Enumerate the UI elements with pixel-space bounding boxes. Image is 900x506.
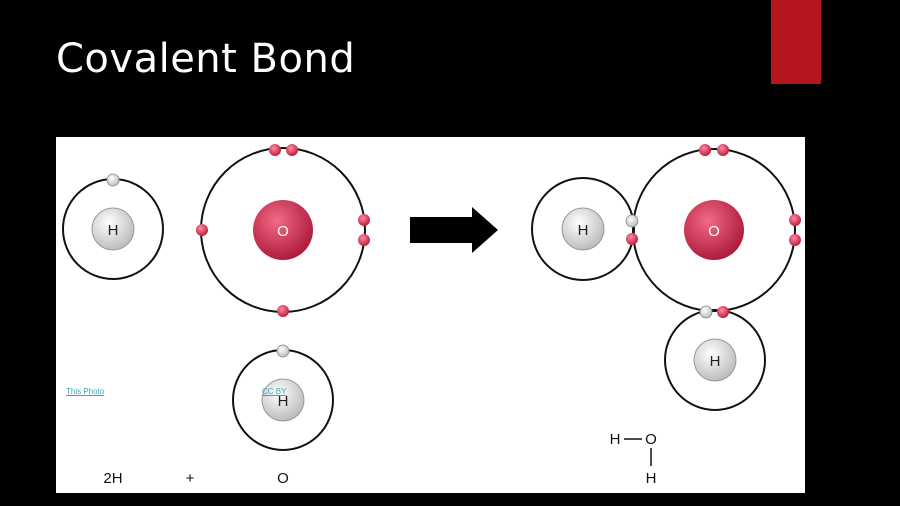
equation-o: O [277, 470, 289, 487]
structural-formula: H O H [610, 431, 657, 487]
oxygen-nucleus [684, 200, 744, 260]
oxygen-label: O [708, 223, 720, 240]
covalent-bond-diagram: H O H H [62, 144, 801, 487]
equation-plus: + [186, 470, 195, 487]
hydrogen-label: H [278, 393, 289, 410]
shared-electron-hydrogen [699, 305, 713, 319]
right-arrow-icon [410, 207, 498, 253]
formula-h-top: H [610, 431, 621, 448]
oxygen-nucleus [253, 200, 313, 260]
accent-bar [771, 0, 821, 84]
oxygen-electron [789, 214, 801, 226]
oxygen-electron [358, 234, 370, 246]
oxygen-electron [717, 144, 729, 156]
hydrogen-nucleus [693, 338, 737, 382]
oxygen-electron [286, 144, 298, 156]
hydrogen-nucleus [261, 378, 305, 422]
hydrogen-nucleus [91, 207, 135, 251]
license-link[interactable]: CC BY [262, 387, 287, 396]
hydrogen-label: H [710, 353, 721, 370]
formula-h-bottom: H [646, 470, 657, 487]
equation-2h: 2H [103, 470, 122, 487]
hydrogen-electron [106, 173, 120, 187]
oxygen-label: O [277, 223, 289, 240]
oxygen-electron [277, 305, 289, 317]
diagram-panel: H O H H [56, 137, 805, 493]
hydrogen-label: H [578, 222, 589, 239]
hydrogen-electron [276, 344, 290, 358]
oxygen-electron [699, 144, 711, 156]
hydrogen-nucleus [561, 207, 605, 251]
oxygen-electron [358, 214, 370, 226]
oxygen-electron [789, 234, 801, 246]
oxygen-electron [196, 224, 208, 236]
hydrogen-label: H [108, 222, 119, 239]
oxygen-electron [269, 144, 281, 156]
hydrogen-atom-left: H [62, 173, 164, 280]
shared-electron-oxygen [717, 306, 729, 318]
shared-electron-hydrogen [625, 214, 639, 228]
formula-o: O [645, 431, 657, 448]
shared-electron-oxygen [626, 233, 638, 245]
slide-title: Covalent Bond [56, 36, 356, 82]
hydrogen-orbit [664, 309, 766, 411]
water-molecule: H O H [531, 144, 801, 411]
hydrogen-atom-bottom: H [232, 344, 334, 451]
oxygen-atom-left: O [196, 144, 370, 317]
photo-credit-link[interactable]: This Photo [66, 387, 105, 396]
